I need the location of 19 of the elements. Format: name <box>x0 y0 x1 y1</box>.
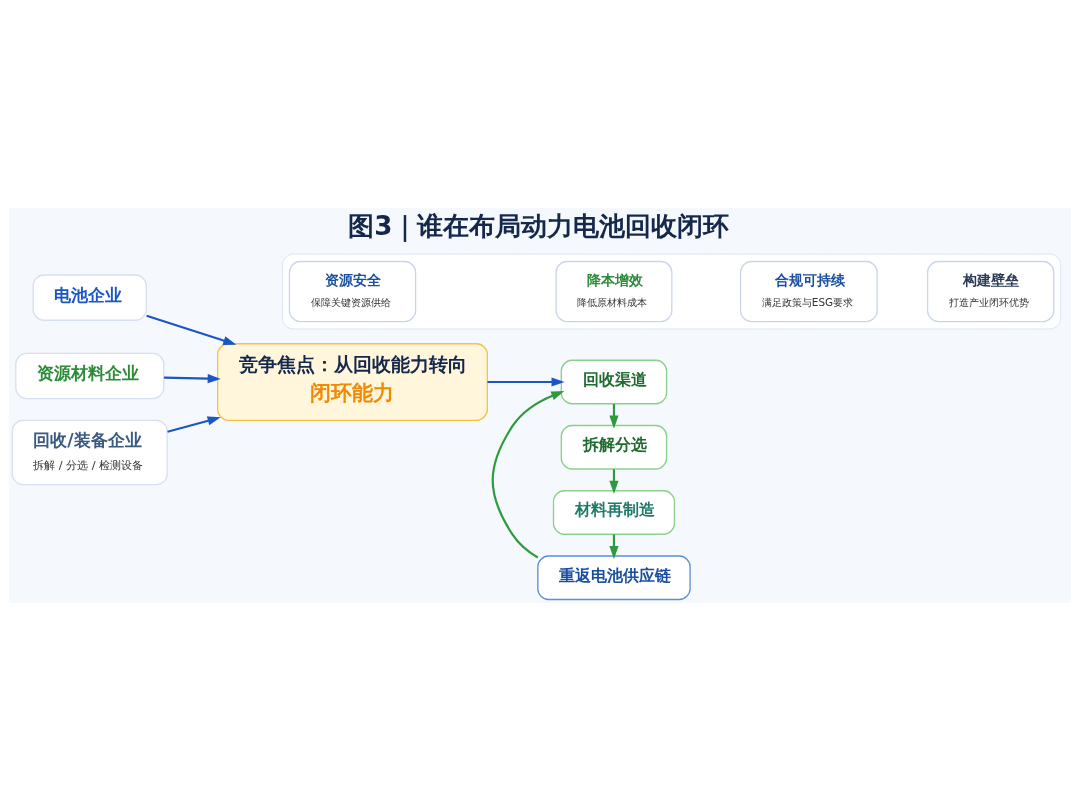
cluster <box>282 253 1062 329</box>
node-box: 资源材料企业 <box>15 352 165 399</box>
node-box: 拆解分选 <box>560 424 668 470</box>
arrow <box>487 376 565 387</box>
arrow <box>167 415 221 433</box>
arrow <box>146 314 237 345</box>
arrow <box>491 390 565 558</box>
node-box: 材料再制造 <box>552 489 676 535</box>
node-box: 回收渠道 <box>560 359 668 404</box>
node-box: 重返电池供应链 <box>537 554 691 600</box>
node-box: 降本增效 降低原材料成本 <box>555 260 673 322</box>
arrow <box>164 373 221 383</box>
node-box: 竞争焦点：从回收能力转向 闭环能力 <box>217 342 488 421</box>
node-box: 资源安全 保障关键资源供给 <box>288 260 417 322</box>
node-box: 构建壁垒 打造产业闭环优势 <box>926 260 1055 322</box>
node-box: 电池企业 <box>32 273 147 321</box>
node-box: 合规可持续 满足政策与ESG要求 <box>739 260 878 322</box>
node-box: 回收/装备企业 拆解 / 分选 / 检测设备 <box>11 419 168 485</box>
diagram-title: 图3｜谁在布局动力电池回收闭环 <box>348 210 730 241</box>
